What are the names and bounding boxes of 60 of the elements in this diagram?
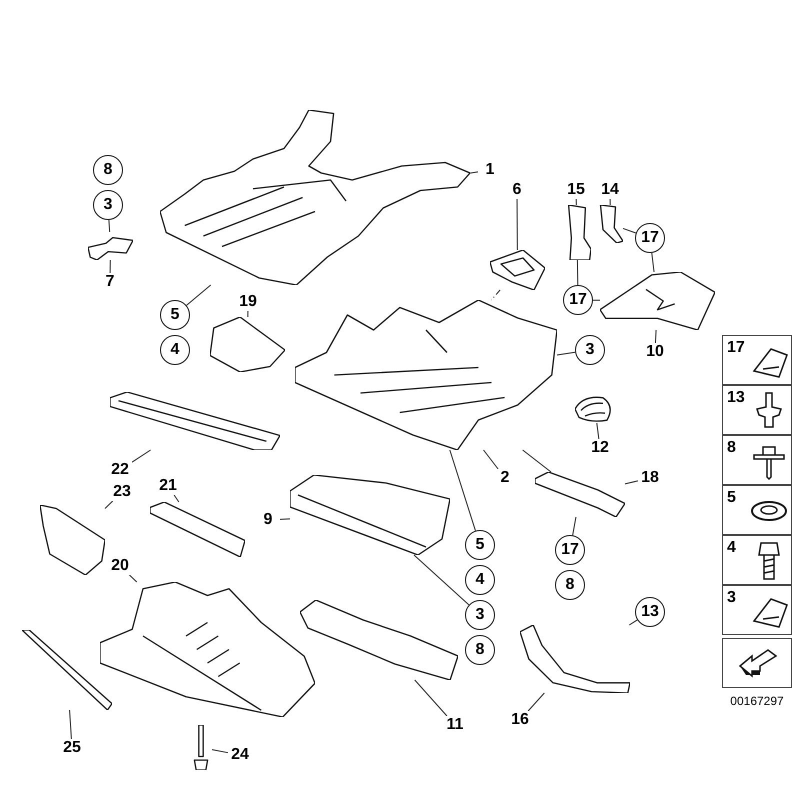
callout-number: 3	[727, 589, 736, 607]
leader-line	[528, 692, 545, 712]
legend-cell	[722, 638, 792, 688]
leader-line	[592, 300, 600, 301]
leader-line	[483, 450, 499, 470]
leader-line	[556, 352, 576, 356]
leader-line	[624, 480, 638, 484]
leader-line	[174, 494, 180, 502]
callout-circle: 3	[575, 335, 605, 365]
leader-line	[247, 310, 248, 318]
legend-cell	[722, 485, 792, 535]
drawing-number: 00167297	[729, 694, 785, 708]
leader-line	[212, 749, 228, 754]
leader-line	[622, 228, 636, 234]
leader-line	[69, 710, 72, 740]
leader-line	[610, 198, 611, 206]
callout-circle: 3	[93, 190, 123, 220]
callout-circle: 17	[563, 285, 593, 315]
legend-cell	[722, 385, 792, 435]
legend-cell	[722, 435, 792, 485]
leader-line	[414, 554, 470, 606]
callout-number: 17	[727, 339, 745, 357]
callout-circle: 17	[555, 535, 585, 565]
leader-line	[104, 500, 114, 509]
leader-line	[628, 619, 638, 626]
legend-cell	[722, 335, 792, 385]
leader-line	[449, 450, 476, 532]
leader-line	[654, 330, 657, 344]
leader-line	[414, 680, 448, 716]
leader-line	[108, 219, 110, 232]
callout-circle: 5	[160, 300, 190, 330]
callout-circle: 13	[635, 597, 665, 627]
callout-circle: 8	[465, 635, 495, 665]
callout-circle: 8	[93, 155, 123, 185]
callout-number: 5	[727, 489, 736, 507]
leader-line	[132, 450, 152, 463]
leader-line	[110, 260, 111, 274]
callout-number: 4	[727, 539, 736, 557]
callout-circle: 8	[555, 570, 585, 600]
leader-line	[128, 574, 138, 582]
leader-line	[280, 518, 290, 520]
callout-circle: 4	[465, 565, 495, 595]
leader-line	[596, 422, 600, 440]
legend-cell	[722, 585, 792, 635]
callout-circle: 4	[160, 335, 190, 365]
leader-line	[516, 198, 518, 250]
legend-cell	[722, 535, 792, 585]
leader-line	[576, 198, 577, 206]
leader-line	[470, 171, 478, 174]
callout-number: 13	[727, 389, 745, 407]
callout-number: 8	[727, 439, 736, 457]
callout-circle: 17	[635, 223, 665, 253]
callout-circle: 5	[465, 530, 495, 560]
callout-circle: 3	[465, 600, 495, 630]
leader-line	[522, 450, 552, 472]
leader-line	[651, 252, 655, 272]
leader-line	[186, 284, 212, 306]
leader-line	[572, 516, 576, 536]
leader-line	[490, 290, 501, 300]
leader-line	[576, 260, 578, 286]
